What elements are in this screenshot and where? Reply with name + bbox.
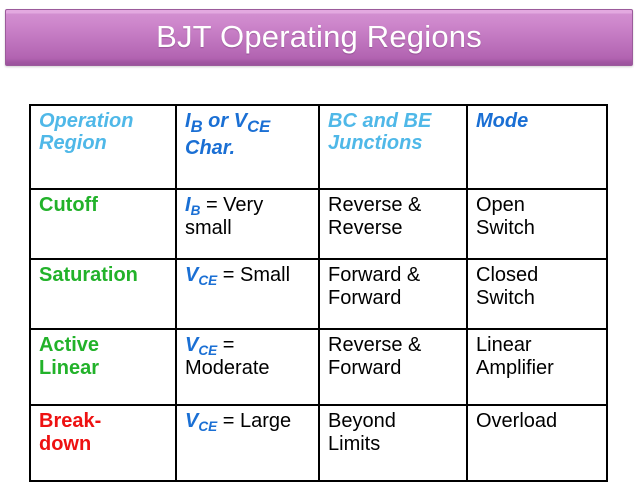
- page-title: BJT Operating Regions: [156, 18, 482, 54]
- characteristic-value: = Large: [217, 410, 292, 432]
- cell-characteristic-active-linear: VCE = Moderate: [175, 328, 320, 406]
- table-row: Saturation VCE = Small Forward & Forward…: [29, 258, 608, 330]
- header-characteristic-line1: IB or VCE: [185, 110, 312, 137]
- cell-junctions-breakdown: Beyond Limits: [318, 404, 468, 482]
- region-label: Active: [39, 334, 100, 356]
- variable-symbol: IB: [185, 194, 201, 218]
- header-characteristic-line2: Char.: [185, 136, 236, 159]
- mode-line2: Switch: [476, 286, 535, 309]
- table-row: Break- down VCE = Large Beyond Limits Ov…: [29, 404, 608, 482]
- bjt-operating-regions-table: Operation Region IB or VCE Char. BC and …: [29, 104, 608, 482]
- characteristic-value: = Very small: [185, 194, 264, 239]
- region-label: Saturation: [39, 264, 138, 286]
- header-cell-operation-region: Operation Region: [29, 104, 177, 190]
- variable-symbol: VCE: [185, 410, 218, 434]
- region-label: Break-: [39, 410, 102, 432]
- cell-region-active-linear: Active Linear: [29, 328, 177, 406]
- junction-line2: Limits: [328, 432, 381, 455]
- cell-mode-cutoff: Open Switch: [466, 188, 608, 260]
- variable-symbol: VCE: [185, 264, 218, 288]
- mode-line1: Closed: [476, 264, 539, 286]
- cell-junctions-cutoff: Reverse & Reverse: [318, 188, 468, 260]
- header-cell-junctions: BC and BE Junctions: [318, 104, 468, 190]
- junction-line1: Beyond: [328, 410, 396, 432]
- header-operation-line1: Operation: [39, 110, 134, 132]
- cell-junctions-saturation: Forward & Forward: [318, 258, 468, 330]
- region-label-line2: Linear: [39, 356, 100, 379]
- table-row: Cutoff IB = Very small Reverse & Reverse…: [29, 188, 608, 260]
- cell-junctions-active-linear: Reverse & Forward: [318, 328, 468, 406]
- cell-region-saturation: Saturation: [29, 258, 177, 330]
- cell-characteristic-breakdown: VCE = Large: [175, 404, 320, 482]
- cell-region-breakdown: Break- down: [29, 404, 177, 482]
- header-symbol-vce: VCE: [233, 110, 271, 136]
- table-row: Active Linear VCE = Moderate Reverse & F…: [29, 328, 608, 406]
- cell-characteristic-cutoff: IB = Very small: [175, 188, 320, 260]
- cell-mode-active-linear: Linear Amplifier: [466, 328, 608, 406]
- variable-symbol: VCE: [185, 334, 218, 358]
- region-label: Cutoff: [39, 194, 98, 216]
- header-conjunction-or: or: [202, 110, 234, 132]
- header-operation-line2: Region: [39, 132, 107, 155]
- mode-line1: Overload: [476, 410, 558, 432]
- cell-mode-breakdown: Overload: [466, 404, 608, 482]
- cell-characteristic-saturation: VCE = Small: [175, 258, 320, 330]
- mode-line2: Switch: [476, 216, 535, 239]
- characteristic-value: = Moderate: [185, 334, 270, 379]
- characteristic-value: = Small: [217, 264, 291, 286]
- header-mode-line1: Mode: [476, 110, 529, 132]
- header-cell-characteristic: IB or VCE Char.: [175, 104, 320, 190]
- header-symbol-ib: IB: [185, 110, 203, 136]
- table-header-row: Operation Region IB or VCE Char. BC and …: [29, 104, 608, 190]
- cell-mode-saturation: Closed Switch: [466, 258, 608, 330]
- mode-line1: Open: [476, 194, 525, 216]
- junction-line2: Forward: [328, 356, 402, 379]
- region-label-line2: down: [39, 432, 92, 455]
- header-junctions-line1: BC and BE: [328, 110, 432, 132]
- mode-line2: Amplifier: [476, 356, 554, 379]
- header-junctions-line2: Junctions: [328, 132, 423, 155]
- mode-line1: Linear: [476, 334, 532, 356]
- header-cell-mode: Mode: [466, 104, 608, 190]
- junction-line2: Forward: [328, 286, 402, 309]
- slide-title-banner: BJT Operating Regions: [5, 9, 633, 66]
- junction-line1: Reverse &: [328, 334, 422, 356]
- junction-line2: Reverse: [328, 216, 403, 239]
- cell-region-cutoff: Cutoff: [29, 188, 177, 260]
- junction-line1: Reverse &: [328, 194, 422, 216]
- junction-line1: Forward &: [328, 264, 421, 286]
